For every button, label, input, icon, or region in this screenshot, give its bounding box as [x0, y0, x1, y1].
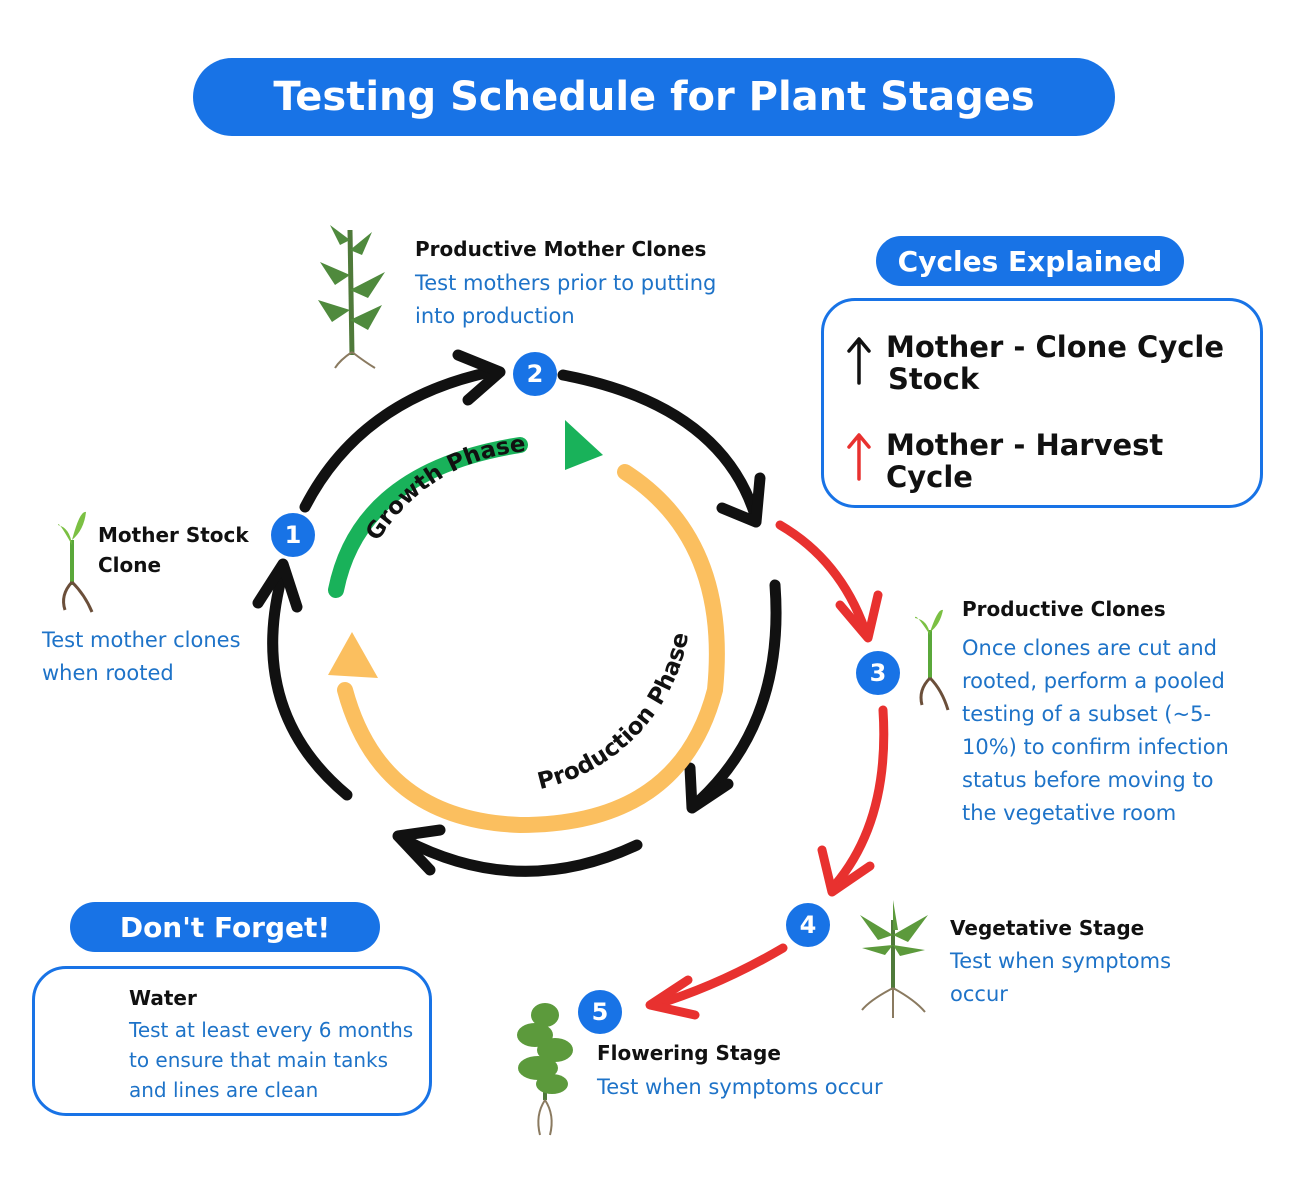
- step-2-label: Productive Mother Clones: [415, 237, 707, 261]
- seedling-icon: [58, 511, 94, 613]
- step-5-description: Test when symptoms occur: [597, 1075, 883, 1099]
- reminder-box: Water Test at least every 6 months to en…: [32, 966, 432, 1116]
- reminder-label: Water: [129, 986, 197, 1010]
- up-arrow-icon: [847, 337, 871, 385]
- production-phase-arc: [337, 464, 725, 834]
- growth-phase-arrowhead: [565, 420, 603, 470]
- mother-clone-cycle-arrows: [267, 366, 782, 877]
- legend-heading: Cycles Explained: [876, 236, 1184, 286]
- vegetative-plant-icon: [860, 900, 928, 1018]
- step-5-label: Flowering Stage: [597, 1041, 781, 1065]
- up-arrow-icon: [847, 433, 871, 481]
- step-3-description: Once clones are cut and rooted, perform …: [962, 636, 1229, 825]
- flowering-plant-icon: [517, 1003, 573, 1136]
- step-4-badge: 4: [786, 903, 830, 947]
- legend-item-mother-harvest: Mother - Harvest Cycle: [846, 429, 1260, 493]
- step-1-label: Mother Stock Clone: [98, 523, 249, 577]
- growth-phase-arc: [328, 437, 528, 598]
- step-2-description: Test mothers prior to putting into produ…: [415, 271, 717, 328]
- seedling-icon: [915, 609, 950, 711]
- mother-plant-icon: [318, 225, 385, 369]
- step-5-badge: 5: [578, 990, 622, 1034]
- legend-item-mother-clone: Mother - Clone Cycle Stock: [846, 331, 1224, 395]
- reminder-heading: Don't Forget!: [70, 902, 380, 952]
- reminder-description: Test at least every 6 months to ensure t…: [129, 1018, 414, 1102]
- step-1-badge: 1: [271, 513, 315, 557]
- page-title: Testing Schedule for Plant Stages: [193, 58, 1115, 136]
- step-4-label: Vegetative Stage: [950, 916, 1145, 940]
- step-2-badge: 2: [513, 352, 557, 396]
- production-phase-arrowhead: [328, 632, 378, 678]
- mother-harvest-cycle-arrows: [645, 520, 889, 1020]
- legend-box: Mother - Clone Cycle Stock Mother - Harv…: [821, 298, 1263, 508]
- mother-clone-cycle-arrowheads: [252, 349, 766, 876]
- step-3-badge: 3: [856, 651, 900, 695]
- step-1-description: Test mother clones when rooted: [42, 628, 241, 685]
- step-4-description: Test when symptoms occur: [950, 949, 1172, 1006]
- growth-phase-label: Growth Phase: [361, 431, 527, 545]
- step-3-label: Productive Clones: [962, 597, 1166, 621]
